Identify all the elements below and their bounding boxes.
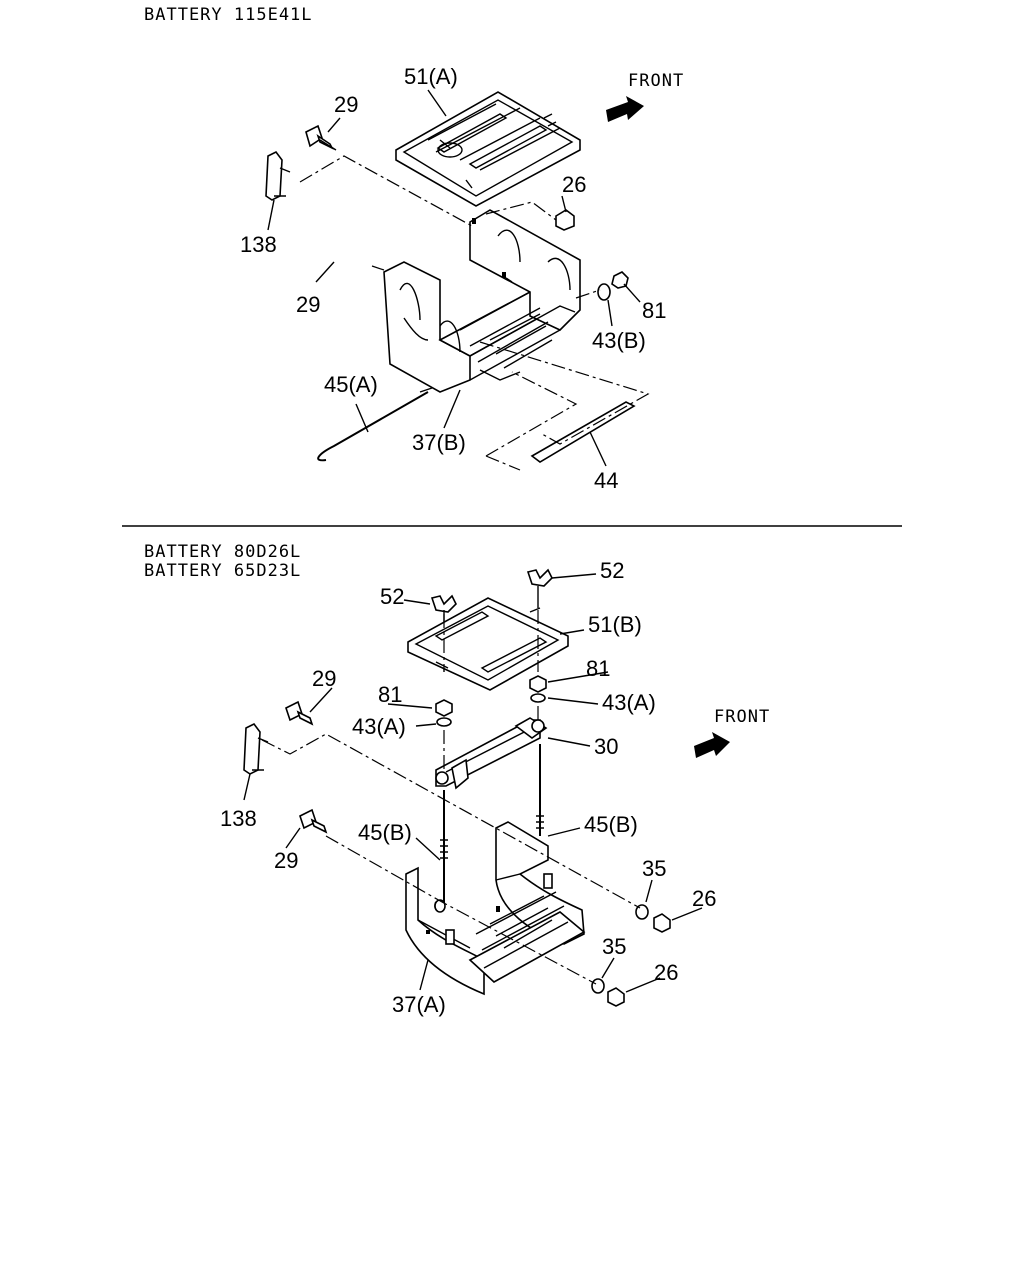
battery-tray-37b bbox=[383, 209, 581, 393]
bracket-138-top bbox=[265, 150, 291, 201]
wing-bolt-52-right bbox=[526, 568, 553, 608]
callout-26-lower: 26 bbox=[654, 960, 678, 985]
section-1-header: BATTERY 115E41L bbox=[144, 5, 313, 25]
callout-52-left: 52 bbox=[380, 584, 404, 609]
washer-43a-right bbox=[530, 693, 546, 703]
rod-45a bbox=[317, 391, 429, 462]
callout-51a: 51(A) bbox=[404, 64, 458, 89]
callout-29-upper: 29 bbox=[312, 666, 336, 691]
washer-43a-left bbox=[436, 717, 452, 727]
callout-51b: 51(B) bbox=[588, 612, 642, 637]
callout-29-top: 29 bbox=[334, 92, 358, 117]
callout-81-top: 81 bbox=[642, 298, 666, 323]
section-2-header-1: BATTERY 80D26L bbox=[144, 542, 301, 562]
callout-29-mid: 29 bbox=[296, 292, 320, 317]
hold-down-bar-30 bbox=[435, 717, 548, 790]
bolt-29-top bbox=[305, 124, 337, 151]
callout-81-left: 81 bbox=[378, 682, 402, 707]
nut-81-right bbox=[529, 675, 547, 693]
nut-26-upper bbox=[653, 913, 671, 933]
nut-81-left bbox=[435, 699, 453, 717]
washer-35-upper bbox=[635, 904, 649, 920]
section-2: BATTERY 80D26L BATTERY 65D23L FRONT bbox=[144, 542, 770, 1017]
battery-cover-51b bbox=[407, 597, 569, 691]
callout-45b-right: 45(B) bbox=[584, 812, 638, 837]
nut-26-lower bbox=[607, 987, 625, 1007]
callout-37b: 37(B) bbox=[412, 430, 466, 455]
section-1: BATTERY 115E41L FRONT bbox=[144, 5, 684, 493]
battery-cover-51a bbox=[395, 91, 581, 207]
section-1-front-label: FRONT bbox=[628, 71, 684, 91]
rod-45b-left bbox=[434, 790, 445, 913]
bolt-29-lower bbox=[299, 808, 328, 834]
bracket-138-bottom bbox=[243, 722, 269, 775]
front-arrow-icon bbox=[694, 732, 730, 758]
callout-45a: 45(A) bbox=[324, 372, 378, 397]
battery-tray-37a bbox=[405, 821, 586, 996]
callout-81-right: 81 bbox=[586, 656, 610, 681]
nut-26-top bbox=[555, 209, 575, 231]
callout-44: 44 bbox=[594, 468, 618, 493]
callout-37a: 37(A) bbox=[392, 992, 446, 1017]
callout-43a-left: 43(A) bbox=[352, 714, 406, 739]
section-2-front-label: FRONT bbox=[714, 707, 770, 727]
bolt-29-upper bbox=[285, 700, 314, 726]
callout-138-bottom: 138 bbox=[220, 806, 257, 831]
washer-43b bbox=[597, 283, 611, 301]
callout-26-upper: 26 bbox=[692, 886, 716, 911]
callout-30: 30 bbox=[594, 734, 618, 759]
callout-35-lower: 35 bbox=[602, 934, 626, 959]
callout-26-top: 26 bbox=[562, 172, 586, 197]
callout-138-top: 138 bbox=[240, 232, 277, 257]
callout-43b: 43(B) bbox=[592, 328, 646, 353]
bar-44 bbox=[530, 401, 636, 463]
callout-43a-right: 43(A) bbox=[602, 690, 656, 715]
section-2-header-2: BATTERY 65D23L bbox=[144, 561, 301, 581]
callout-52-right: 52 bbox=[600, 558, 624, 583]
front-arrow-icon bbox=[606, 96, 644, 122]
callout-29-lower: 29 bbox=[274, 848, 298, 873]
washer-35-lower bbox=[591, 978, 605, 994]
callout-35-upper: 35 bbox=[642, 856, 666, 881]
callout-45b-left: 45(B) bbox=[358, 820, 412, 845]
